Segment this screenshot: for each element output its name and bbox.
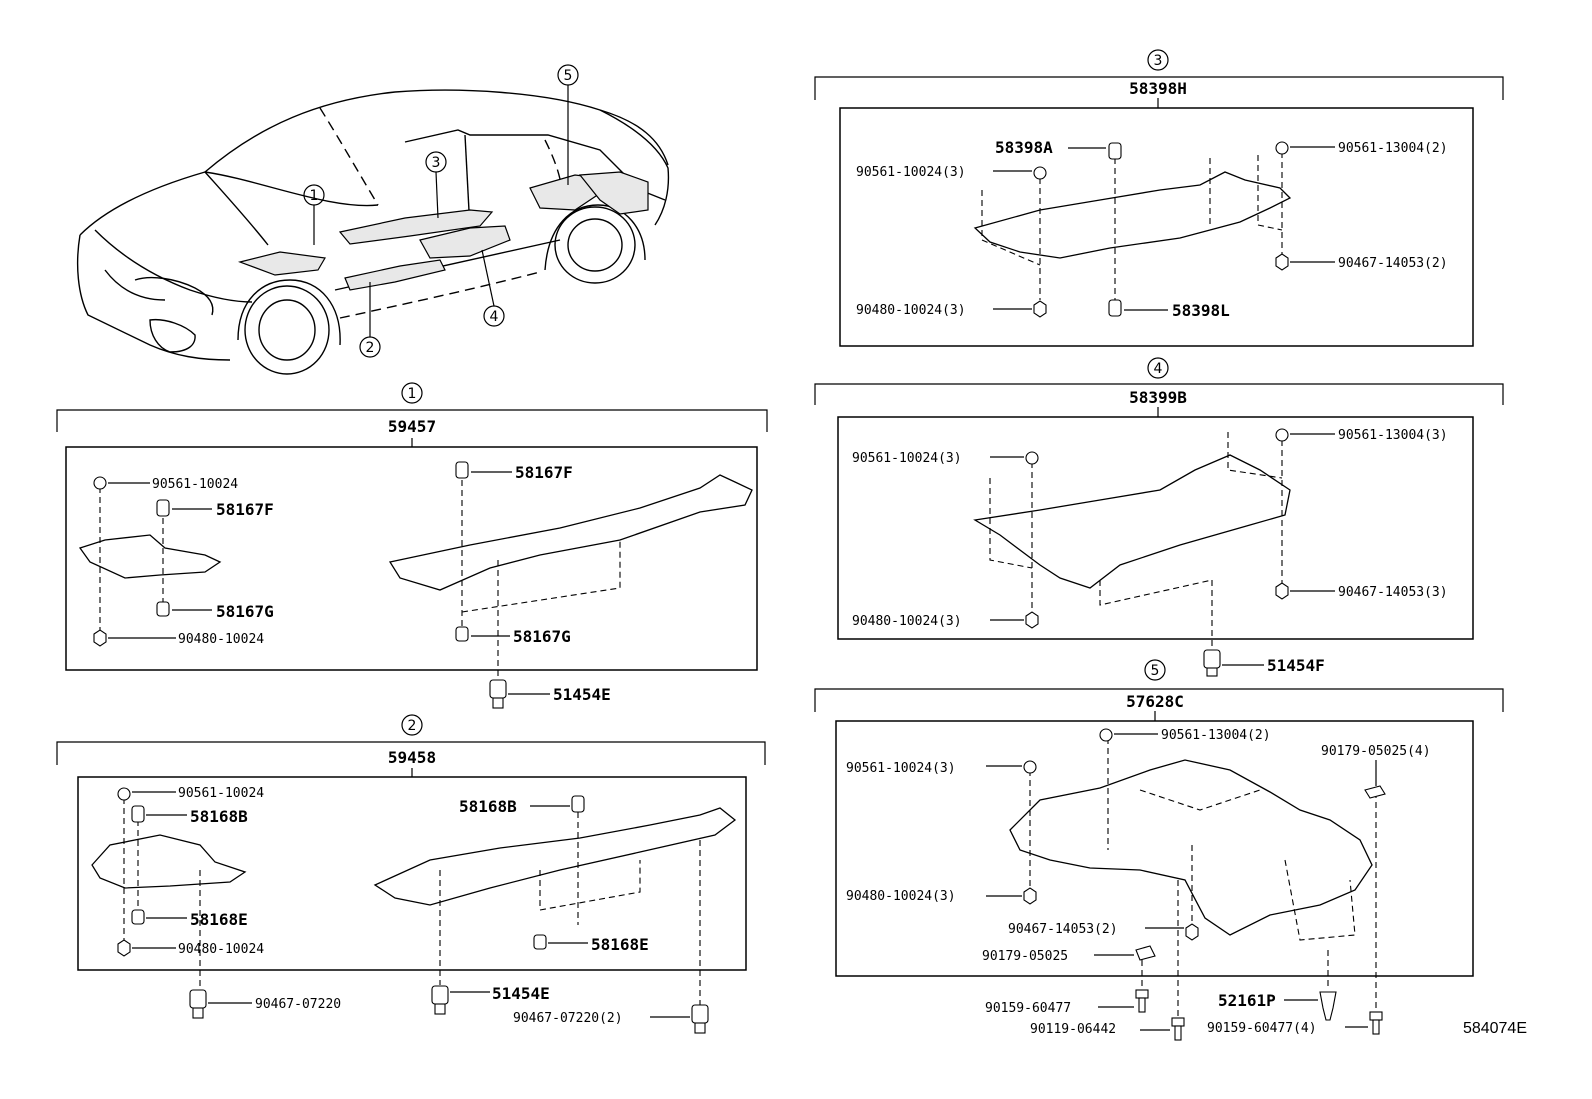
- part-number-90561-13004-2-: 90561-13004(2): [1338, 141, 1448, 156]
- group-3: 3 58398H 58398A 90561-10024(3) 90561-130…: [814, 49, 1504, 347]
- group-4-frame: [837, 416, 1474, 640]
- assembly-59458-label: 59458: [388, 748, 436, 767]
- part-number-58398l: 58398L: [1172, 301, 1230, 320]
- part-number-51454f: 51454F: [1267, 656, 1325, 675]
- part-number-90480-10024-3-: 90480-10024(3): [846, 889, 956, 904]
- part-number-58168b: 58168B: [190, 807, 248, 826]
- part-number-90179-05025: 90179-05025: [982, 949, 1068, 964]
- part-number-90561-10024: 90561-10024: [152, 477, 238, 492]
- callout-5-overview: 5: [557, 64, 579, 185]
- callout-3-overview: 3: [425, 151, 447, 219]
- group-1-callout: 1: [408, 386, 417, 402]
- part-number-90119-06442: 90119-06442: [1030, 1022, 1116, 1037]
- callout-4-overview: 4: [481, 249, 505, 327]
- car-overview: 1 2 3 4 5: [76, 64, 670, 375]
- part-number-90159-60477: 90159-60477: [985, 1001, 1071, 1016]
- diagram-id: 584074E: [1463, 1020, 1527, 1037]
- part-number-90561-10024-3-: 90561-10024(3): [846, 761, 956, 776]
- part-number-90561-10024: 90561-10024: [178, 786, 264, 801]
- part-number-58168e: 58168E: [190, 910, 248, 929]
- long-cover-1: [388, 474, 753, 591]
- part-number-90561-13004-3-: 90561-13004(3): [1338, 428, 1448, 443]
- cover-58399B: [973, 454, 1291, 589]
- group-2: 2 59458 90561-10024 58168B 58168E 90480-…: [56, 714, 766, 1034]
- part-number-90467-14053-2-: 90467-14053(2): [1008, 922, 1118, 937]
- group-3-frame: [839, 107, 1474, 347]
- engine-under-cover: [1009, 759, 1373, 936]
- callout-2-overview: 2: [359, 282, 381, 358]
- long-cover-2: [373, 807, 737, 906]
- group-4-callout: 4: [1154, 361, 1163, 377]
- part-number-90480-10024: 90480-10024: [178, 632, 264, 647]
- part-number-90467-14053-3-: 90467-14053(3): [1338, 585, 1448, 600]
- cover-58398H: [973, 171, 1292, 259]
- group-1: 1 59457 90561-10024 58167F 58167G 90480-…: [56, 382, 768, 709]
- assembly-58399B-label: 58399B: [1129, 388, 1187, 407]
- part-number-90159-60477-4-: 90159-60477(4): [1207, 1021, 1317, 1036]
- part-number-90467-07220: 90467-07220: [255, 997, 341, 1012]
- assembly-57628C-label: 57628C: [1126, 692, 1184, 711]
- group-3-callout: 3: [1154, 53, 1163, 69]
- group-1-frame: [65, 446, 758, 671]
- part-number-90561-13004-2-: 90561-13004(2): [1161, 728, 1271, 743]
- part-number-51454e: 51454E: [553, 685, 611, 704]
- part-number-90561-10024-3-: 90561-10024(3): [856, 165, 966, 180]
- group-4: 4 58399B 90561-10024(3) 90561-13004(3) 9…: [814, 357, 1504, 677]
- part-number-58168b: 58168B: [459, 797, 517, 816]
- part-number-58167g: 58167G: [216, 602, 274, 621]
- part-number-1: 1: [310, 188, 319, 204]
- part-number-51454e: 51454E: [492, 984, 550, 1003]
- group-2-callout: 2: [408, 718, 417, 734]
- part-number-4: 4: [490, 309, 499, 325]
- part-number-5: 5: [564, 68, 573, 84]
- group-2-frame: [77, 776, 747, 971]
- group-5-frame: [835, 720, 1474, 977]
- part-number-90179-05025-4-: 90179-05025(4): [1321, 744, 1431, 759]
- group-5-callout: 5: [1151, 663, 1160, 679]
- small-cover-2: [91, 834, 247, 889]
- part-number-58168e: 58168E: [591, 935, 649, 954]
- part-number-2: 2: [366, 340, 375, 356]
- part-number-90480-10024-3-: 90480-10024(3): [852, 614, 962, 629]
- assembly-59457-label: 59457: [388, 417, 436, 436]
- group-5: 5 57628C 90561-13004(2) 90561-10024(3) 9…: [814, 659, 1504, 1041]
- callout-1-overview: 1: [303, 184, 325, 245]
- part-number-52161p: 52161P: [1218, 991, 1276, 1010]
- part-number-58398a: 58398A: [995, 138, 1053, 157]
- assembly-58398H-label: 58398H: [1129, 79, 1187, 98]
- part-number-90467-07220-2-: 90467-07220(2): [513, 1011, 623, 1026]
- part-number-90561-10024-3-: 90561-10024(3): [852, 451, 962, 466]
- part-number-58167g: 58167G: [513, 627, 571, 646]
- part-number-90467-14053-2-: 90467-14053(2): [1338, 256, 1448, 271]
- part-number-90480-10024: 90480-10024: [178, 942, 264, 957]
- part-number-58167f: 58167F: [216, 500, 274, 519]
- small-cover-1: [78, 534, 222, 579]
- part-number-3: 3: [432, 155, 441, 171]
- part-number-58167f: 58167F: [515, 463, 573, 482]
- part-number-90480-10024-3-: 90480-10024(3): [856, 303, 966, 318]
